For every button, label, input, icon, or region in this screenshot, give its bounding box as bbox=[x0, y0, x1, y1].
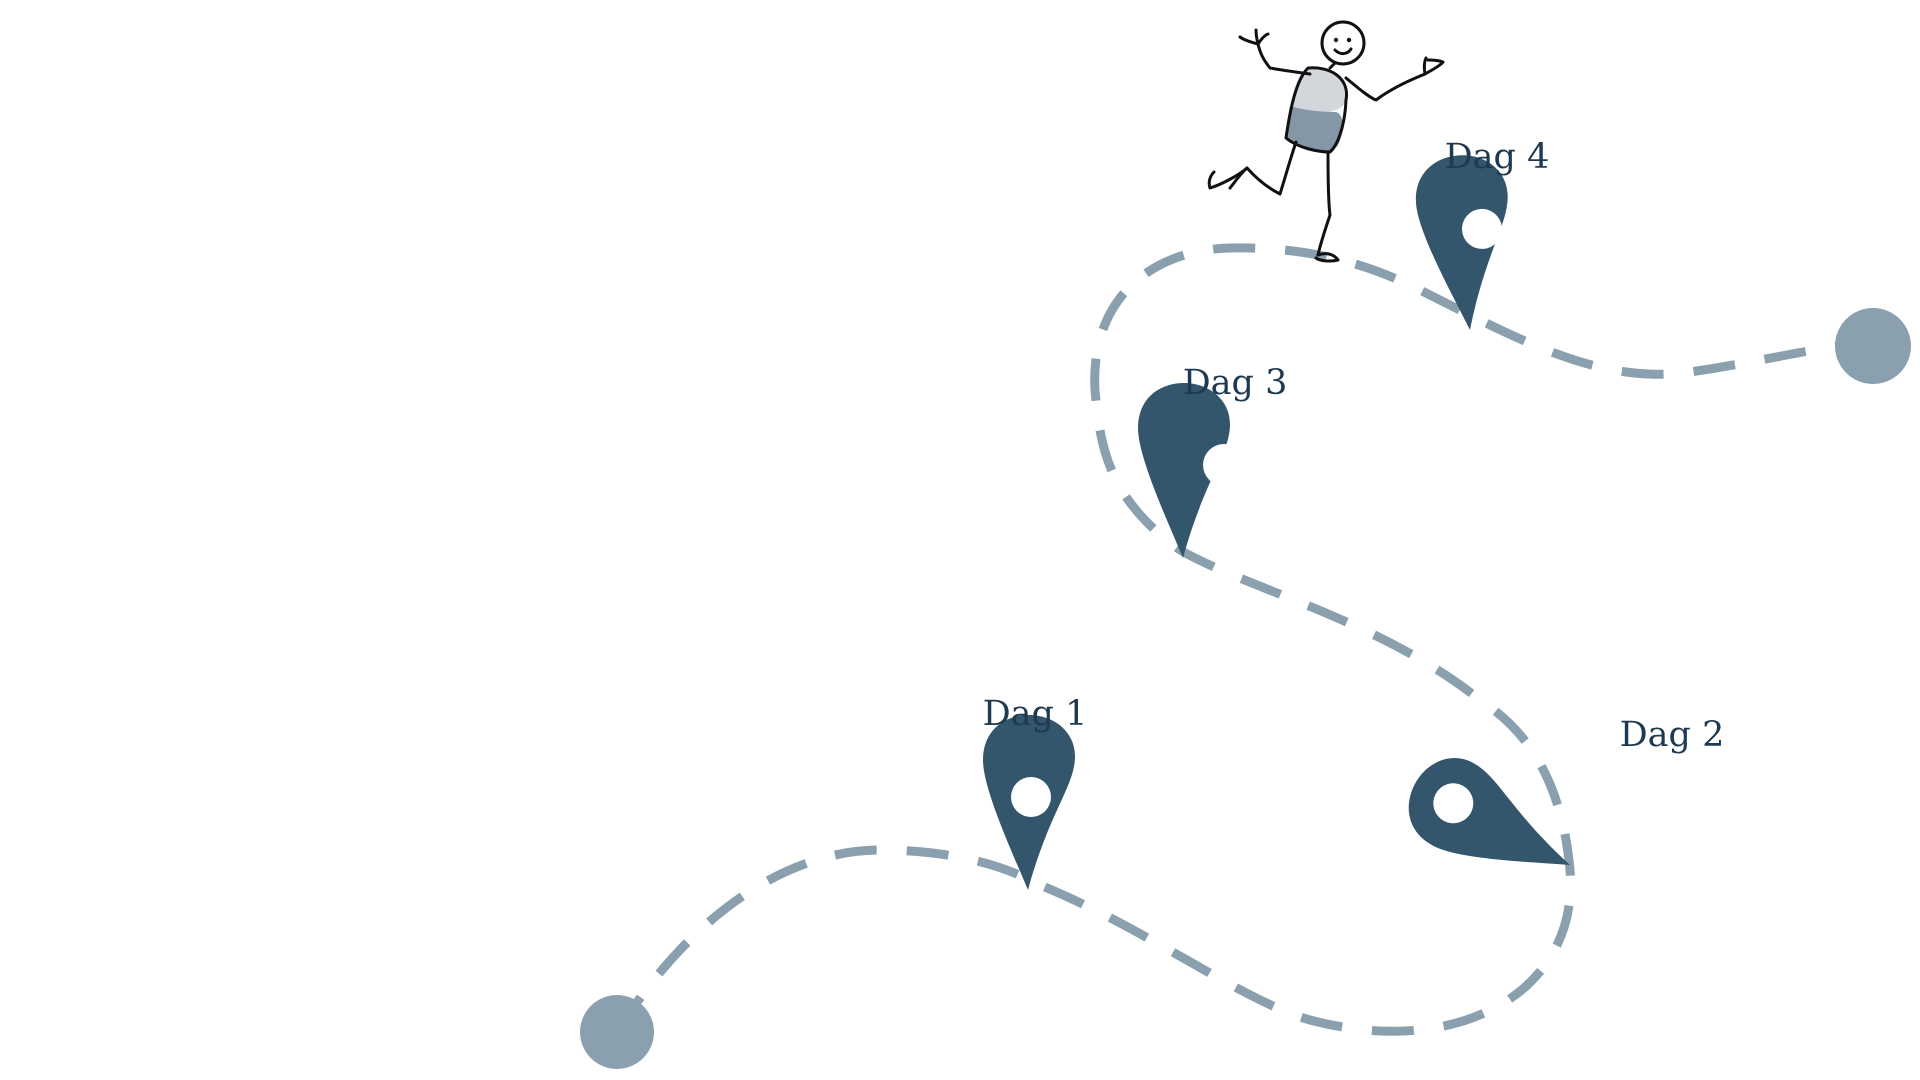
route-end-marker bbox=[1835, 308, 1911, 384]
pin-label-dag-4: Dag 4 bbox=[1445, 137, 1550, 177]
map-pin-icon bbox=[1412, 152, 1517, 334]
pin-dag-1 bbox=[983, 715, 1075, 890]
route-start-marker bbox=[580, 995, 654, 1069]
stick-figure-icon bbox=[1207, 20, 1445, 263]
pin-label-dag-3: Dag 3 bbox=[1183, 363, 1288, 403]
dashed-route-path bbox=[613, 243, 1871, 1036]
pin-label-dag-2: Dag 2 bbox=[1620, 715, 1725, 755]
pin-label-dag-1: Dag 1 bbox=[983, 694, 1088, 734]
pin-dag-2 bbox=[1393, 743, 1592, 906]
pin-dag-4 bbox=[1412, 152, 1517, 334]
pin-dag-3 bbox=[1138, 383, 1245, 558]
map-pin-icon bbox=[1393, 743, 1592, 906]
